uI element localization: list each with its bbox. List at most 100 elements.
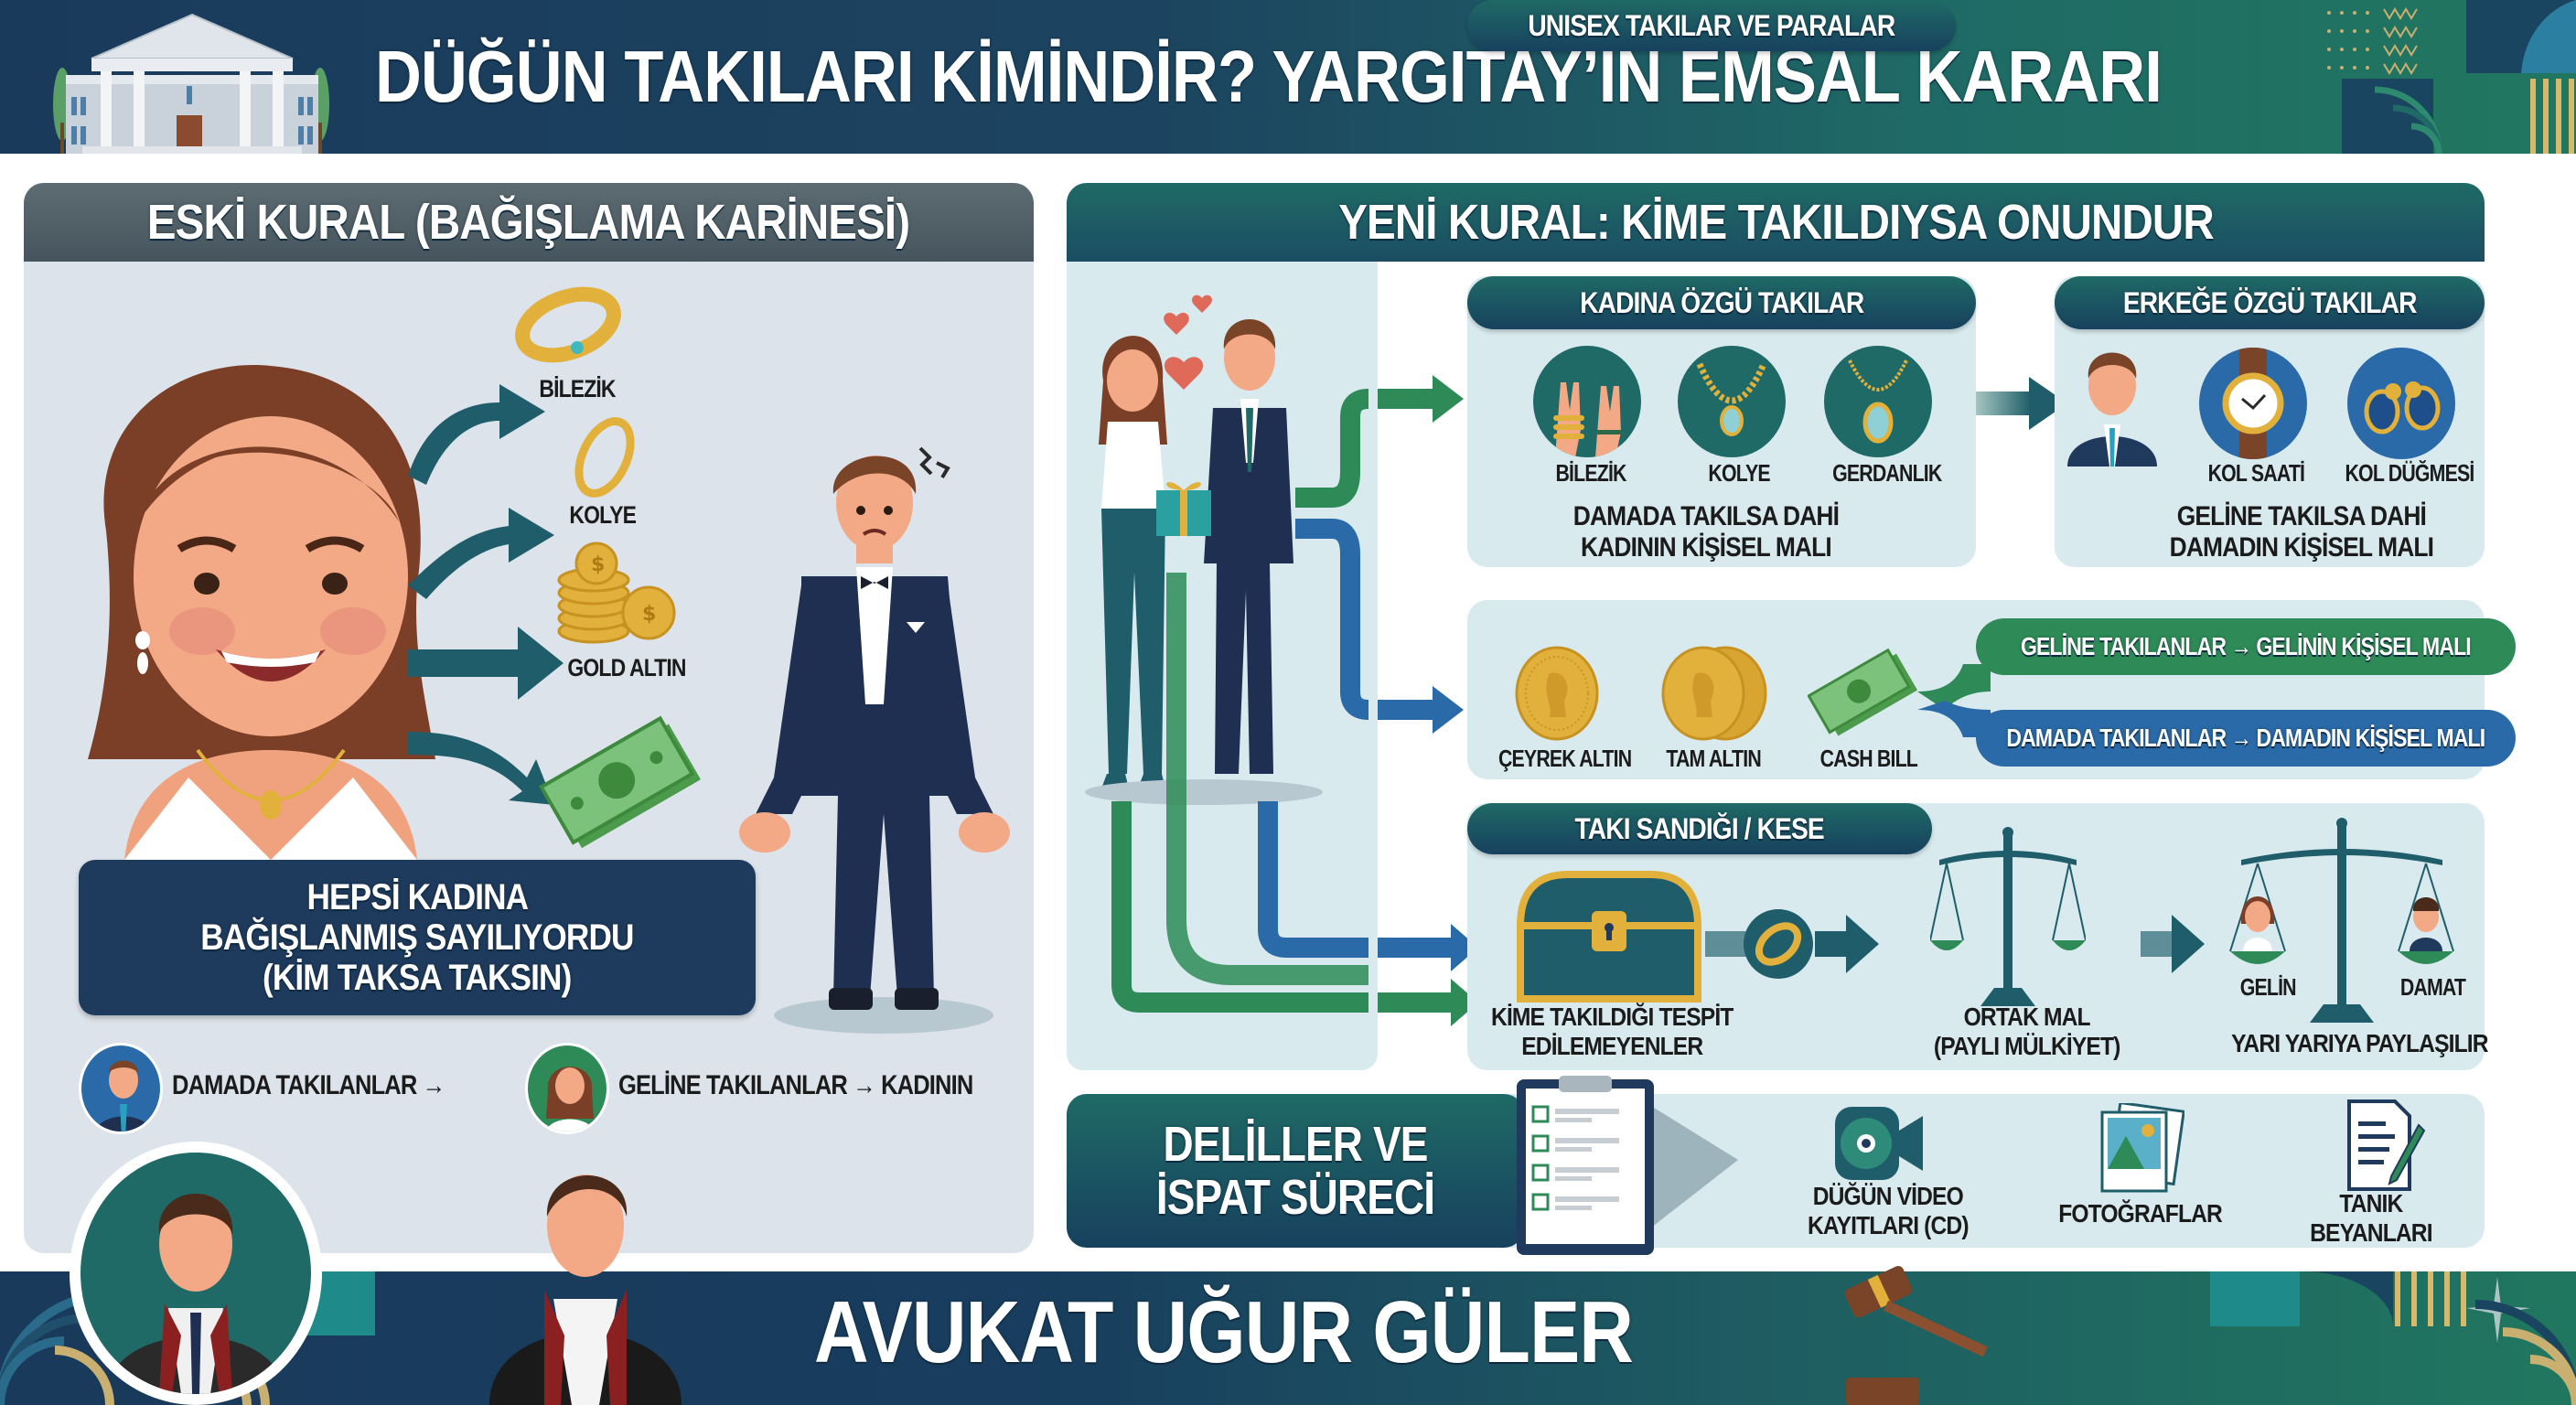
footer-pattern-right — [2210, 1271, 2576, 1405]
evidence-witness-line-2: BEYANLARI — [2310, 1218, 2432, 1247]
old-rule-summary-box: HEPSİ KADINA BAĞIŞLANMIŞ SAYILIYORDU (Kİ… — [79, 860, 756, 1015]
necklace-icon — [1678, 346, 1786, 457]
chest-step-1-label: KİME TAKILDIĞI TESPİT EDİLEMEYENLER — [1491, 1003, 1733, 1061]
summary-line-1: HEPSİ KADINA — [306, 877, 529, 917]
item-label-gold: GOLD ALTIN — [567, 654, 686, 681]
couple-panel — [1067, 262, 1378, 1070]
gavel-icon — [1844, 1265, 1988, 1405]
full-gold-coin-icon — [1661, 646, 1767, 741]
unisex-item-quarter-gold: ÇEYREK ALTIN — [1497, 745, 1632, 772]
groom-bust-icon — [2067, 352, 2157, 467]
scales-of-justice-icon — [1930, 827, 2086, 1006]
legend-bride-text: GELİNE TAKILANLAR → KADININ — [618, 1070, 973, 1100]
rule-bride-pill: GELİNE TAKILANLAR → GELİNİN KİŞİSEL MALI — [1976, 618, 2516, 675]
evidence-item-video: DÜĞÜN VİDEO KAYITLARI (CD) — [1807, 1182, 1970, 1240]
groom-avatar — [79, 1043, 163, 1134]
scales-bride-groom-icon — [2229, 818, 2454, 1023]
summary-line-3: (KİM TAKSA TAKSIN) — [263, 958, 572, 998]
male-note: GELİNE TAKILSA DAHİ DAMADIN KİŞİSEL MALI — [2169, 501, 2434, 563]
new-rule-header: YENİ KURAL: KİME TAKILDIYSA ONUNDUR — [1067, 183, 2485, 262]
svg-text:$: $ — [591, 553, 605, 576]
confused-groom-illustration — [739, 446, 1010, 1034]
cash-bill-icon — [1808, 648, 1918, 736]
necklace-ring-icon — [574, 417, 635, 498]
wristwatch-icon — [2199, 348, 2307, 459]
item-label-bracelet: BİLEZİK — [539, 375, 616, 402]
arrow-right-icon-3 — [2141, 915, 2205, 973]
legend-groom-text: DAMADA TAKILANLAR → — [172, 1070, 445, 1100]
female-item-necklace: KOLYE — [1708, 459, 1770, 487]
evidence-video-line-2: KAYITLARI (CD) — [1807, 1211, 1970, 1239]
female-jewelry-title: KADINA ÖZGÜ TAKILAR — [1579, 285, 1864, 319]
bracelet-icon — [515, 286, 621, 363]
lawyer-portrait-frame — [70, 1142, 322, 1405]
clipboard-checklist-icon — [1517, 1076, 1738, 1255]
lawyer-name: AVUKAT UĞUR GÜLER — [814, 1283, 1634, 1381]
female-note: DAMADA TAKILSA DAHİ KADININ KİŞİSEL MALI — [1572, 501, 1840, 563]
female-item-choker: GERDANLIK — [1832, 459, 1942, 487]
video-camera-icon — [1835, 1107, 1923, 1180]
female-item-bracelet: BİLEZİK — [1555, 459, 1626, 487]
chest-step-2-line-2: (PAYLI MÜLKİYET) — [1933, 1032, 2120, 1060]
split-connector — [1917, 664, 1991, 737]
cash-icon — [538, 715, 701, 849]
treasure-chest-icon — [1516, 871, 1702, 1003]
chest-step-2-line-1: ORTAK MAL — [1963, 1003, 2091, 1031]
arrow-right-icon-2 — [1815, 915, 1879, 973]
evidence-video-line-1: DÜĞÜN VİDEO — [1812, 1182, 1964, 1210]
summary-line-2: BAĞIŞLANMIŞ SAYILIYORDU — [200, 917, 634, 958]
old-rule-header: ESKİ KURAL (BAĞIŞLAMA KARİNESİ) — [24, 183, 1034, 262]
bride-illustration — [88, 365, 435, 860]
unisex-item-full-gold: TAM ALTIN — [1666, 745, 1761, 772]
unisex-header: UNISEX TAKILAR VE PARALAR — [1467, 0, 1956, 51]
header-banner: DÜĞÜN TAKILARI KİMİNDİR? YARGITAY’IN EMS… — [0, 0, 2576, 154]
male-note-line-2: DAMADIN KİŞİSEL MALI — [2169, 532, 2434, 563]
rule-bride-text: GELİNE TAKILANLAR → GELİNİN KİŞİSEL MALI — [2021, 632, 2472, 660]
chest-step-1-line-2: EDİLEMEYENLER — [1521, 1032, 1703, 1060]
chest-step-1-line-1: KİME TAKILDIĞI TESPİT — [1491, 1003, 1733, 1031]
flow-connectors — [1378, 375, 1478, 1026]
old-rule-title: ESKİ KURAL (BAĞIŞLAMA KARİNESİ) — [147, 195, 910, 250]
couple-gift-illustration — [1085, 295, 1369, 1013]
jewelry-chest-title: TAKI SANDIĞI / KESE — [1574, 811, 1825, 845]
scale-side-groom: DAMAT — [2399, 973, 2466, 1001]
item-label-necklace: KOLYE — [569, 501, 637, 529]
choker-pendant-icon — [1824, 346, 1932, 457]
lawyer-avatar — [80, 1153, 311, 1394]
evidence-title-line-1: DELİLLER VE — [1163, 1117, 1428, 1172]
female-jewelry-header: KADINA ÖZGÜ TAKILAR — [1467, 276, 1976, 329]
male-item-watch: KOL SAATİ — [2207, 459, 2305, 487]
bracelet-hands-icon — [1533, 346, 1641, 457]
courthouse-icon — [53, 13, 329, 154]
old-rule-panel: ESKİ KURAL (BAĞIŞLAMA KARİNESİ) BİLEZ — [24, 183, 1034, 1253]
evidence-title-line-2: İSPAT SÜRECİ — [1155, 1170, 1435, 1225]
male-item-cufflinks: KOL DÜĞMESİ — [2345, 459, 2474, 487]
photos-icon — [2100, 1103, 2184, 1193]
male-jewelry-header: ERKEĞE ÖZGÜ TAKILAR — [2055, 276, 2485, 329]
evidence-item-witness: TANIK BEYANLARI — [2310, 1189, 2432, 1248]
arrow-right-icon — [1976, 377, 2067, 430]
evidence-witness-line-1: TANIK — [2339, 1189, 2403, 1217]
male-note-line-1: GELİNE TAKILSA DAHİ — [2176, 501, 2427, 531]
cufflinks-icon — [2347, 348, 2455, 459]
chest-step-3-label: YARI YARIYA PAYLAŞILIR — [2231, 1029, 2488, 1057]
judge-avatar — [489, 1174, 682, 1405]
flow-arrows — [408, 384, 564, 805]
jewelry-chest-header: TAKI SANDIĞI / KESE — [1467, 803, 1932, 854]
male-jewelry-title: ERKEĞE ÖZGÜ TAKILAR — [2122, 285, 2418, 319]
rule-groom-text: DAMADA TAKILANLAR → DAMADIN KİŞİSEL MALI — [2006, 724, 2486, 752]
unisex-item-cash: CASH BILL — [1819, 745, 1918, 772]
chest-step-2-label: ORTAK MAL (PAYLI MÜLKİYET) — [1934, 1003, 2120, 1061]
ring-arrow-icon — [1705, 909, 1813, 979]
female-note-line-1: DAMADA TAKILSA DAHİ — [1572, 501, 1840, 531]
gold-coins-icon: $ $ — [557, 542, 676, 644]
female-note-line-2: KADININ KİŞİSEL MALI — [1581, 532, 1832, 563]
footer-banner — [0, 1271, 2576, 1405]
evidence-header: DELİLLER VE İSPAT SÜRECİ — [1067, 1094, 1524, 1248]
bride-avatar — [525, 1043, 609, 1134]
evidence-item-photos: FOTOĞRAFLAR — [2058, 1199, 2223, 1228]
document-pen-icon — [2347, 1099, 2426, 1191]
new-rule-title: YENİ KURAL: KİME TAKILDIYSA ONUNDUR — [1337, 195, 2214, 250]
quarter-gold-coin-icon — [1515, 646, 1599, 741]
svg-text:$: $ — [642, 603, 656, 626]
